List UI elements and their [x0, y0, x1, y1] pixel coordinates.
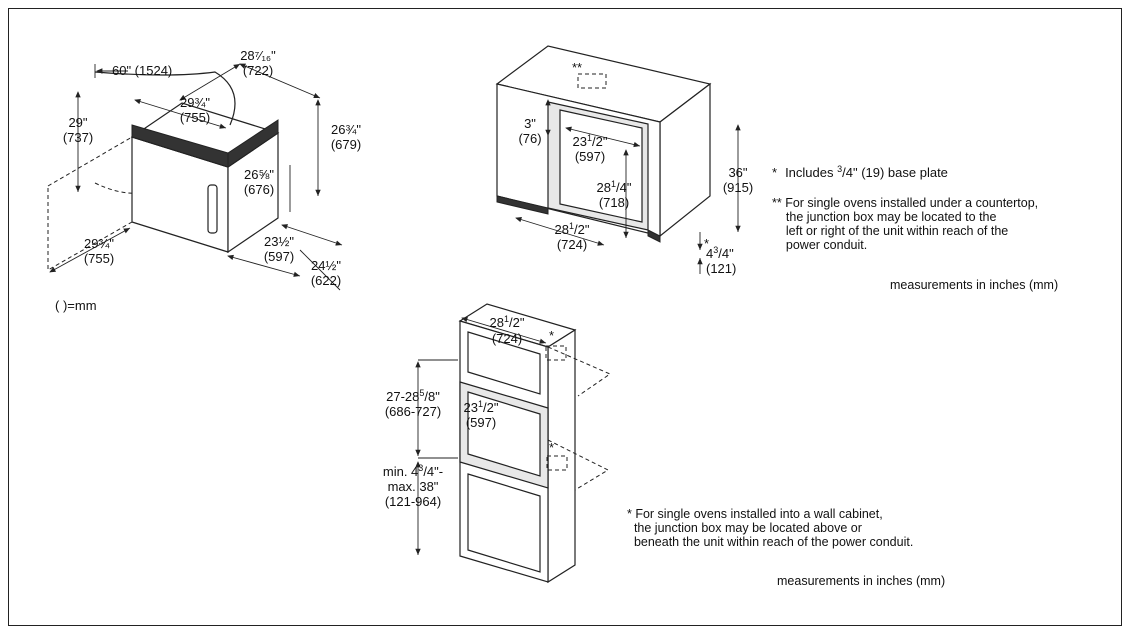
- toe-kick-mm-label: (121): [706, 261, 736, 276]
- body-height-in-label: 26¾": [331, 122, 361, 137]
- wall-width-mm-label: (724): [492, 331, 522, 346]
- inner-height-mm-label: (676): [244, 182, 274, 197]
- inner-height-in-label: 26⅝": [244, 167, 274, 182]
- cabinet-width-label: 281/2": [555, 221, 590, 237]
- wall-width-label: 281/2": [490, 314, 525, 330]
- under-counter-units: measurements in inches (mm): [890, 278, 1059, 292]
- cutout-width-mm-label: (597): [575, 149, 605, 164]
- oven-labels: 60" (1524) 28⁷⁄₁₆" (722) 29¾" (755) 29" …: [55, 48, 361, 313]
- under-counter-junction-note: ** For single ovens installed under a co…: [772, 196, 1039, 252]
- under-counter-labels: ** 3" (76) 231/2" (597) 281/4" (718) 281…: [518, 60, 947, 276]
- base-plate-note: *Includes 3/4" (19) base plate: [772, 164, 948, 180]
- height-mm-label: (737): [63, 130, 93, 145]
- top-width-in-label: 29¾": [180, 95, 210, 110]
- wall-cutout-height-label: 27-285/8": [386, 388, 440, 404]
- mm-legend: ( )=mm: [55, 298, 97, 313]
- wall-cabinet-junction-note: * For single ovens installed into a wall…: [627, 507, 914, 549]
- junction-box-bottom: [546, 455, 568, 471]
- wall-min-max-mm-label: (121-964): [385, 494, 441, 509]
- bottom-width-mm-label: (755): [84, 251, 114, 266]
- cabinet-height-in-label: 36": [728, 165, 747, 180]
- wall-cutout-width-mm-label: (597): [466, 415, 496, 430]
- cabinet-height-mm-label: (915): [723, 180, 753, 195]
- diagram-frame: [8, 8, 1122, 626]
- wall-min-height-label: min. 43/4"-: [383, 463, 443, 479]
- cutout-height-mm-label: (718): [599, 195, 629, 210]
- base-width-mm-label: (597): [264, 249, 294, 264]
- door-handle: [207, 184, 218, 234]
- junction-box-top: [545, 345, 567, 361]
- oven-drawing: [47, 63, 343, 291]
- toe-kick-star: *: [704, 236, 709, 251]
- cutout-width-label: 231/2": [573, 133, 608, 149]
- base-width-in-label: 23½": [264, 234, 294, 249]
- wall-cabinet-labels: 281/2" (724) * * 27-285/8" (686-727) 231…: [383, 314, 554, 509]
- wall-cabinet-drawing: [415, 303, 612, 584]
- junction-box: [577, 73, 607, 89]
- top-gap-in-label: 3": [524, 116, 536, 131]
- toe-kick: [496, 195, 549, 215]
- bottom-width-in-label: 29¾": [84, 236, 114, 251]
- base-depth-mm-label: (622): [311, 273, 341, 288]
- cord-length-label: 60" (1524): [112, 63, 172, 78]
- under-counter-drawing: [495, 45, 741, 274]
- wall-junction-star-bottom: *: [549, 440, 554, 455]
- wall-cutout-height-mm-label: (686-727): [385, 404, 441, 419]
- depth-in-label: 28⁷⁄₁₆": [240, 48, 276, 63]
- cabinet-width-mm-label: (724): [557, 237, 587, 252]
- body-height-mm-label: (679): [331, 137, 361, 152]
- wall-cutout-width-label: 231/2": [464, 399, 499, 415]
- wall-max-height-label: max. 38": [388, 479, 439, 494]
- wall-cabinet-units: measurements in inches (mm): [777, 574, 946, 588]
- junction-box-stars: **: [572, 60, 582, 75]
- toe-kick-in-label: 43/4": [706, 245, 734, 261]
- control-panel-side: [227, 119, 279, 168]
- top-gap-mm-label: (76): [518, 131, 541, 146]
- depth-mm-label: (722): [243, 63, 273, 78]
- wall-junction-star-top: *: [549, 328, 554, 343]
- top-width-mm-label: (755): [180, 110, 210, 125]
- height-in-label: 29": [68, 115, 87, 130]
- base-depth-in-label: 24½": [311, 258, 341, 273]
- cutout-height-label: 281/4": [597, 179, 632, 195]
